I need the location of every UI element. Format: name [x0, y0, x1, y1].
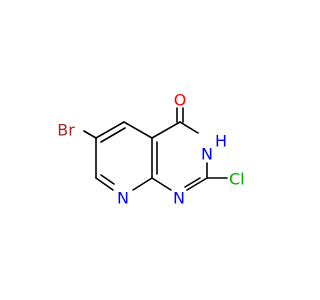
- atom-labels: O N H N N Br Cl: [57, 91, 244, 208]
- pyridine-nitrogen-label: N: [117, 189, 129, 208]
- chlorine-atom-label: Cl: [229, 170, 245, 189]
- bond-c4-n3: [179, 121, 199, 134]
- ring-nitrogen-label: N: [173, 189, 185, 208]
- nh-hydrogen-label: H: [215, 132, 227, 151]
- bond-c8a-n8: [132, 177, 153, 191]
- bond-c5-c4a: [123, 121, 153, 139]
- bond-c6-br: [83, 130, 97, 139]
- bond-c4-c4a: [151, 121, 181, 139]
- bond-c6-c5-outer: [95, 121, 125, 139]
- oxygen-atom-label: O: [174, 91, 187, 110]
- bond-n8-c7-outer: [95, 177, 114, 191]
- bond-n8-c7-inner: [100, 174, 115, 185]
- nh-nitrogen-label: N: [201, 145, 213, 164]
- bond-c6-c5-inner: [100, 127, 126, 143]
- bond-c2-n1-outer: [186, 177, 208, 191]
- bond-c2-n1-inner: [184, 177, 201, 188]
- bond-n1-c8a: [151, 177, 172, 191]
- molecule-structure-diagram: O N H N N Br Cl: [57, 91, 244, 208]
- bond-lines: [83, 107, 228, 191]
- bromine-atom-label: Br: [57, 121, 75, 140]
